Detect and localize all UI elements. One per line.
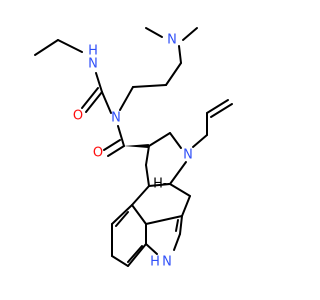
atom-n-indole: N [162, 255, 172, 270]
atom-n-dimethylamino: N [167, 33, 177, 48]
bond-pyr-3 [179, 215, 183, 235]
benzene-ring [111, 204, 147, 267]
bond-amide-co-1 [107, 145, 125, 157]
bond-methyl-a [145, 27, 163, 38]
bond-ethyl-b [57, 39, 83, 53]
allyl-group [192, 99, 233, 148]
atom-o-urea: O [73, 109, 83, 124]
bond-c4-c3 [181, 195, 191, 217]
atom-o-amide: O [93, 146, 103, 161]
bond-namide-carbonyl [117, 125, 125, 147]
bond-c16-c3 [145, 215, 183, 225]
atom-h-urea: H [88, 44, 98, 59]
bond-c10-c11 [145, 164, 150, 187]
bond-c10-c11b [131, 185, 150, 206]
wedge-bond-c8 [124, 144, 149, 148]
atom-n-urea: N [88, 57, 98, 72]
bond-c8-c9 [148, 132, 171, 147]
ergoline-ring-c [131, 183, 191, 225]
bond-urea-co-1 [85, 91, 103, 113]
bond-ch2-n [178, 45, 182, 64]
chemical-structure: N N H O N O N H N H [34, 27, 233, 270]
bond-c5-c4 [169, 183, 191, 197]
bond-benz-3 [111, 255, 129, 267]
bond-amide-co-2 [103, 139, 121, 151]
bond-nring-c5 [169, 161, 187, 185]
bond-methyl-b [182, 27, 198, 41]
bond-urea-namide [101, 91, 112, 114]
ergoline-ring-d [145, 132, 187, 187]
bond-pyr-2 [173, 233, 181, 251]
bond-benz-1 [111, 204, 133, 225]
bond-allyl-double-2 [210, 103, 233, 118]
bond-benz-inner-1 [115, 211, 129, 227]
bond-ethyl-a [34, 39, 59, 56]
bond-benz-inner-2 [127, 245, 143, 263]
bond-ch2-ch2-a [165, 62, 182, 86]
bond-allyl-double-1 [206, 99, 229, 114]
dimethylaminopropyl-chain [119, 27, 198, 111]
atom-n-ring: N [183, 148, 193, 163]
bond-benz-4 [127, 243, 147, 267]
bond-urea-co-2 [81, 87, 99, 109]
atom-h-indole: H [150, 255, 160, 270]
bond-nh-carbonyl [95, 72, 103, 93]
bond-c11b-c16 [131, 204, 147, 225]
bond-pyr-double [175, 219, 179, 232]
ethylurea-group [34, 39, 112, 114]
bond-c11-c8 [145, 145, 150, 166]
amide-group [103, 125, 149, 157]
atom-h-stereo: H [153, 177, 163, 192]
bond-ch2-ch2-b [132, 84, 167, 88]
bond-pyr-1 [145, 243, 158, 255]
bond-c9-nring [169, 132, 182, 149]
bond-nring-allyl [192, 134, 208, 148]
pyrrole-ring [145, 215, 183, 255]
bond-ch2-namide [119, 86, 134, 111]
atom-n-amide: N [111, 111, 121, 126]
